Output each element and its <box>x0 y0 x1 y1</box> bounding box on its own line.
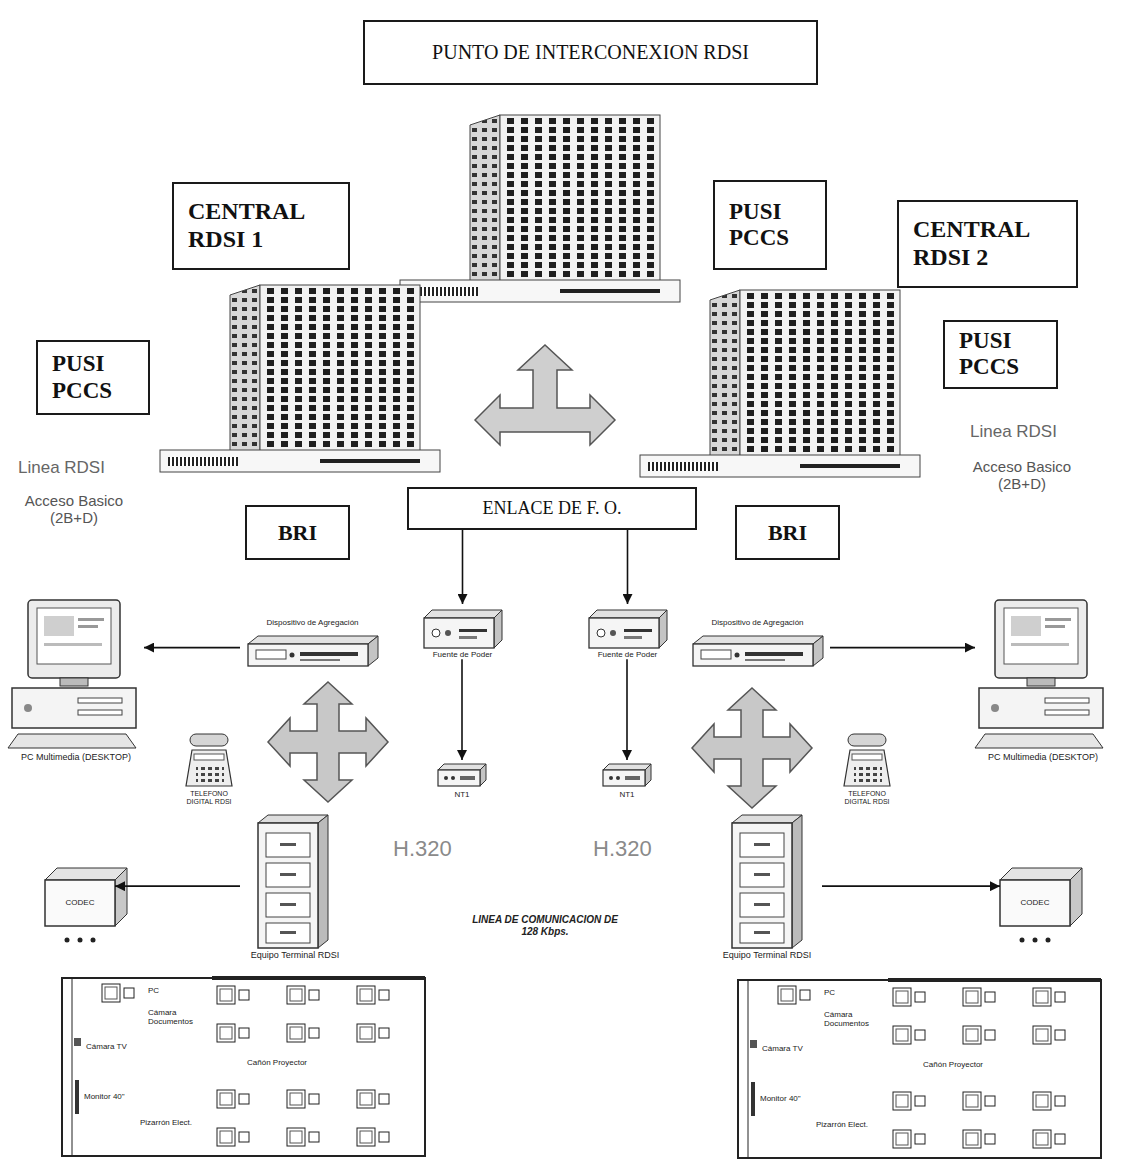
node-text: CENTRAL RDSI 1 <box>188 198 334 253</box>
line-type-label: Linea RDSI <box>970 422 1057 442</box>
node-text: TELEFONO DIGITAL RDSI <box>834 790 900 806</box>
pc-icon <box>975 600 1103 748</box>
plan-label: Monitor 40" <box>760 1094 801 1103</box>
plan-label: PC <box>148 986 159 995</box>
four-way-arrow <box>268 682 388 802</box>
multimedia-pc: PC Multimedia (DESKTOP) <box>8 598 144 762</box>
node-text: ENLACE DE F. O. <box>423 498 681 519</box>
codec-icon <box>45 868 127 943</box>
central-box: CENTRAL RDSI 1 <box>172 182 350 270</box>
plan-label: Cámara Documentos <box>148 1008 210 1026</box>
pusi-box: PUSI PCCS <box>713 180 827 270</box>
power-supply: Fuente de Poder <box>415 604 510 659</box>
node-text: CODEC <box>45 898 115 907</box>
node-text: PUSI PCCS <box>52 351 134 404</box>
power-supply-icon <box>424 610 502 648</box>
node-text: PUNTO DE INTERCONEXION RDSI <box>379 41 802 64</box>
arrow-connector <box>830 647 975 649</box>
building <box>640 290 920 477</box>
pc-icon <box>8 600 136 748</box>
bri-box: BRI <box>735 505 840 560</box>
protocol-label: H.320 <box>593 836 652 861</box>
arrow-connector <box>144 647 240 649</box>
arrow-connector <box>822 885 1000 887</box>
codec-box: CODEC <box>45 880 115 926</box>
node-text: BRI <box>751 520 824 545</box>
interconnection-box: PUNTO DE INTERCONEXION RDSI <box>363 20 818 85</box>
rack-icon <box>732 815 802 948</box>
node-text: NT1 <box>593 790 661 799</box>
rack-icon <box>258 815 328 948</box>
plan-label: Cámara TV <box>86 1042 127 1051</box>
node-text: NT1 <box>428 790 496 799</box>
arrow-connector <box>627 530 629 604</box>
three-way-arrow <box>475 345 615 445</box>
node-text: Equipo Terminal RDSI <box>240 950 350 960</box>
node-text: CENTRAL RDSI 2 <box>913 216 1062 271</box>
node-text: PUSI PCCS <box>729 199 811 252</box>
arrow-connector <box>462 530 464 604</box>
digital-phone: TELEFONO DIGITAL RDSI <box>834 726 900 806</box>
fiber-link-box: ENLACE DE F. O. <box>407 487 697 530</box>
plan-label: PC <box>824 988 835 997</box>
access-label: Acceso Basico (2B+D) <box>962 458 1082 493</box>
plan-label: Monitor 40" <box>84 1092 125 1101</box>
plan-label: Cámara TV <box>762 1044 803 1053</box>
terminal-rack: Equipo Terminal RDSI <box>712 812 822 960</box>
aggregation-device: Dispositivo de Agregación <box>240 618 385 677</box>
node-text: BRI <box>261 520 334 545</box>
node-text: TELEFONO DIGITAL RDSI <box>176 790 242 806</box>
four-way-arrow <box>692 688 812 808</box>
floor-plan <box>738 980 1101 1158</box>
node-text: Fuente de Poder <box>580 650 675 659</box>
bri-box: BRI <box>245 505 350 560</box>
pusi-box: PUSI PCCS <box>36 340 150 415</box>
plan-label: Pizarrón Elect. <box>140 1118 200 1127</box>
link-speed-note: LINEA DE COMUNICACION DE 128 Kbps. <box>470 914 620 937</box>
floor-plan <box>62 978 425 1156</box>
building <box>160 285 440 472</box>
power-supply: Fuente de Poder <box>580 604 675 659</box>
node-text: Fuente de Poder <box>415 650 510 659</box>
nt1-icon <box>438 764 486 786</box>
codec-icon <box>1000 868 1082 943</box>
protocol-label: H.320 <box>393 836 452 861</box>
node-text: Dispositivo de Agregación <box>240 618 385 627</box>
power-supply-icon <box>589 610 667 648</box>
arrow-connector <box>115 885 240 887</box>
nt1-icon <box>603 764 651 786</box>
plan-label: Cañón Proyector <box>923 1060 983 1069</box>
line-type-label: Linea RDSI <box>18 458 105 478</box>
access-label: Acceso Basico (2B+D) <box>14 492 134 527</box>
codec-box: CODEC <box>1000 880 1070 926</box>
plan-label: Cañón Proyector <box>247 1058 307 1067</box>
aggregation-icon <box>248 636 378 666</box>
node-text: PUSI PCCS <box>959 328 1042 381</box>
terminal-rack: Equipo Terminal RDSI <box>240 812 350 960</box>
phone-icon <box>844 734 890 786</box>
node-text: CODEC <box>1000 898 1070 907</box>
nt1-device: NT1 <box>593 760 661 799</box>
plan-label: Pizarrón Elect. <box>816 1120 876 1129</box>
node-text: Equipo Terminal RDSI <box>712 950 822 960</box>
aggregation-device: Dispositivo de Agregación <box>685 618 830 677</box>
arrow-connector <box>461 659 463 760</box>
arrow-connector <box>626 659 628 760</box>
node-text: PC Multimedia (DESKTOP) <box>975 752 1111 762</box>
phone-icon <box>186 734 232 786</box>
plan-label: Cámara Documentos <box>824 1010 886 1028</box>
central-box: CENTRAL RDSI 2 <box>897 200 1078 288</box>
digital-phone: TELEFONO DIGITAL RDSI <box>176 726 242 806</box>
nt1-device: NT1 <box>428 760 496 799</box>
multimedia-pc: PC Multimedia (DESKTOP) <box>975 598 1111 762</box>
node-text: Dispositivo de Agregación <box>685 618 830 627</box>
aggregation-icon <box>693 636 823 666</box>
pusi-box: PUSI PCCS <box>943 320 1058 389</box>
building <box>400 115 680 302</box>
node-text: PC Multimedia (DESKTOP) <box>8 752 144 762</box>
